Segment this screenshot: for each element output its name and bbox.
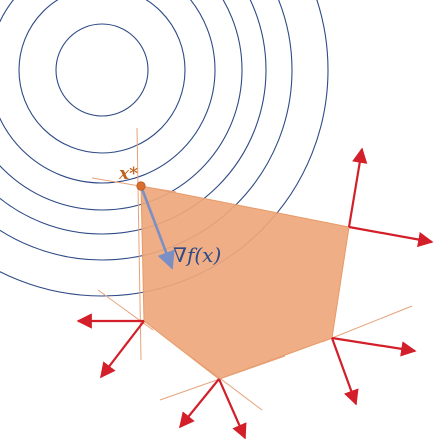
tangent-lines [91,127,413,411]
normal-arrow-top-right-right [348,225,434,248]
feasible-region [140,185,350,380]
contour-ring-6 [0,0,293,261]
contour-ring-1 [55,23,149,117]
tangent-line-bottom-2 [192,357,263,411]
gradient-arrow [139,185,175,270]
normal-arrow-bottom-left [179,378,220,429]
normal-arrow-right-right [331,336,417,357]
contour-lines [0,0,329,297]
contour-ring-4 [0,0,243,211]
contour-ring-5 [0,0,267,235]
optimum-point [136,181,146,191]
tangent-line-right [321,305,413,343]
tangent-line-top-left-1 [91,177,177,193]
normal-arrow-bottom-right [217,378,247,440]
normal-arrows [76,147,434,440]
gradient-label: ∇f(x) [173,243,221,267]
normal-arrow-left-down [100,320,145,379]
tangent-line-left [97,289,154,331]
contour-ring-2 [18,0,186,154]
contour-ring-3 [0,0,216,184]
normal-arrow-right-down [330,337,359,406]
tangent-line-bottom-1 [159,355,286,401]
contour-ring-7 [0,0,329,297]
optimum-label: x* [118,164,138,184]
normal-arrow-top-right-up [347,147,368,228]
